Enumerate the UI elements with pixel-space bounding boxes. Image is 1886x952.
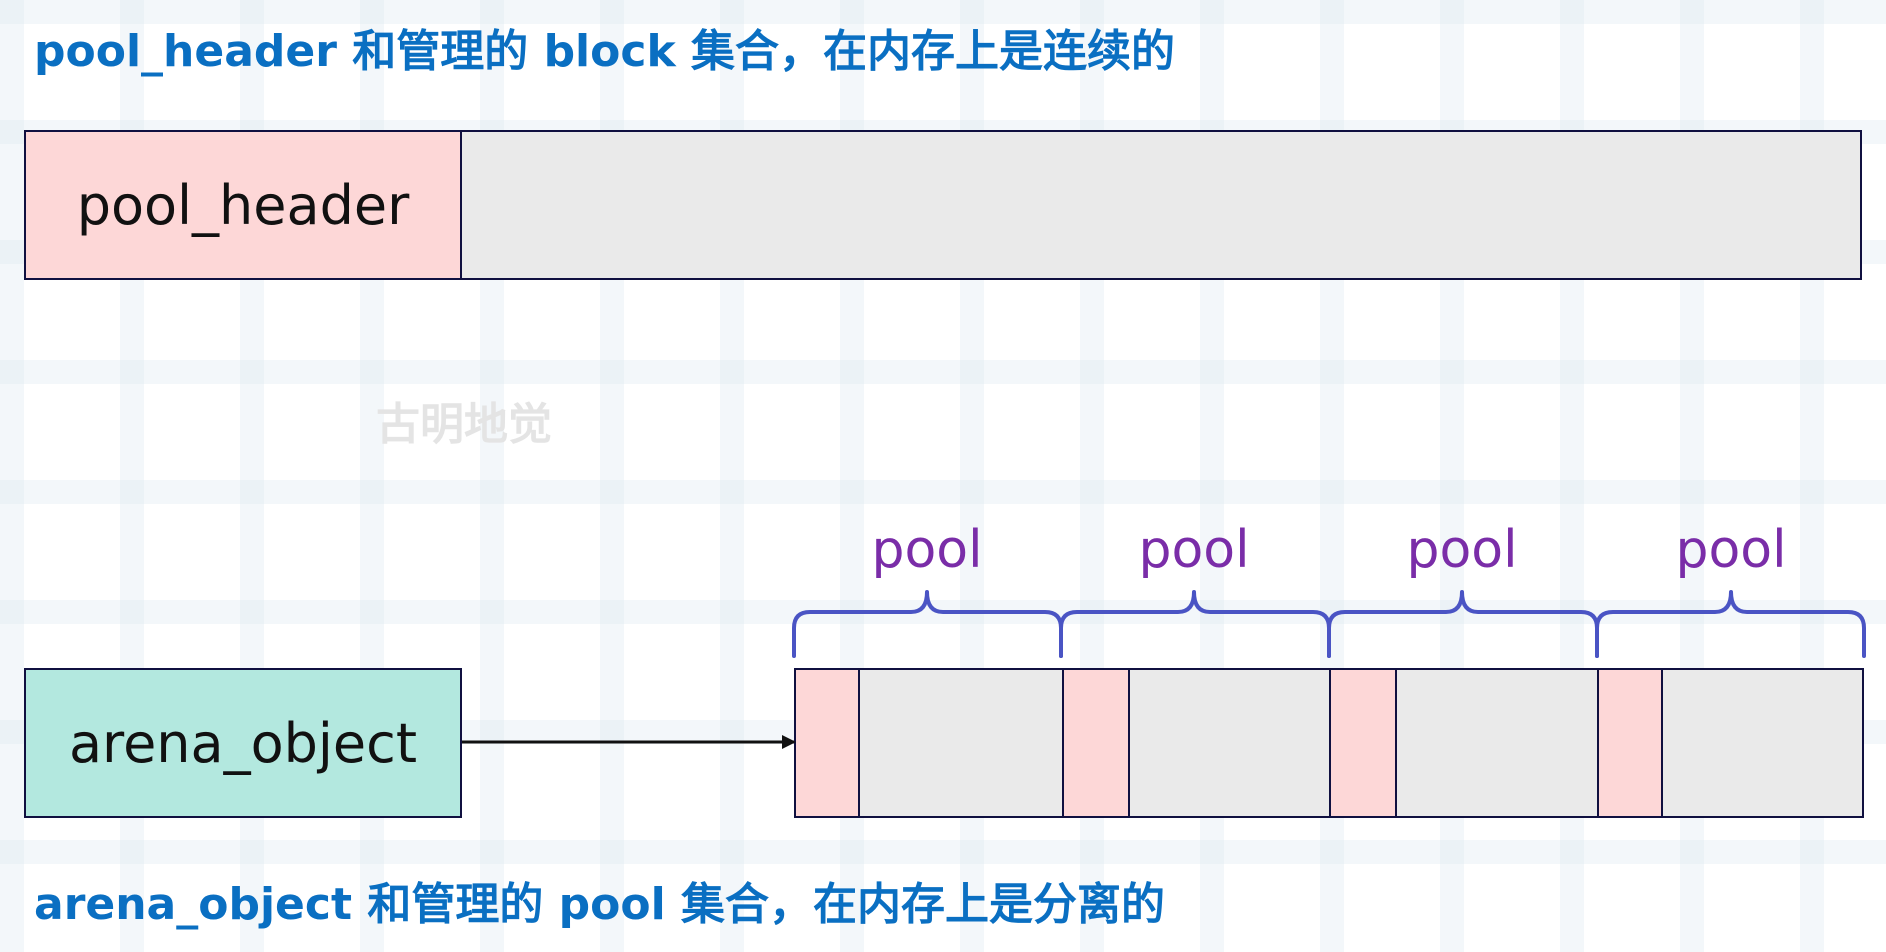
pool-strip [794,668,1864,818]
bottom-heading: arena_object 和管理的 pool 集合，在内存上是分离的 [34,879,1166,930]
pool-header-box: pool_header [24,130,462,280]
pool-label-3: pool [1406,520,1518,580]
pool-3-block-segment [1397,670,1599,816]
pool-brace-4 [1595,590,1866,658]
pool-1-block-segment [860,670,1064,816]
pool-4-block-segment [1663,670,1862,816]
pool-brace-1 [792,590,1063,658]
pool-brace-2 [1059,590,1331,658]
pool-1-header-segment [796,670,860,816]
pool-label-2: pool [1138,520,1250,580]
pool-3-header-segment [1331,670,1397,816]
arena-object-box: arena_object [24,668,462,818]
pool-header-label: pool_header [76,173,410,237]
pool-2-block-segment [1130,670,1331,816]
top-heading: pool_header 和管理的 block 集合，在内存上是连续的 [34,26,1176,77]
pool-2-header-segment [1064,670,1130,816]
pool-brace-3 [1327,590,1599,658]
arena-object-label: arena_object [68,711,418,775]
watermark: 古明地觉 [376,399,552,450]
pool-label-1: pool [871,520,983,580]
pool-4-header-segment [1599,670,1663,816]
pool-label-4: pool [1675,520,1787,580]
